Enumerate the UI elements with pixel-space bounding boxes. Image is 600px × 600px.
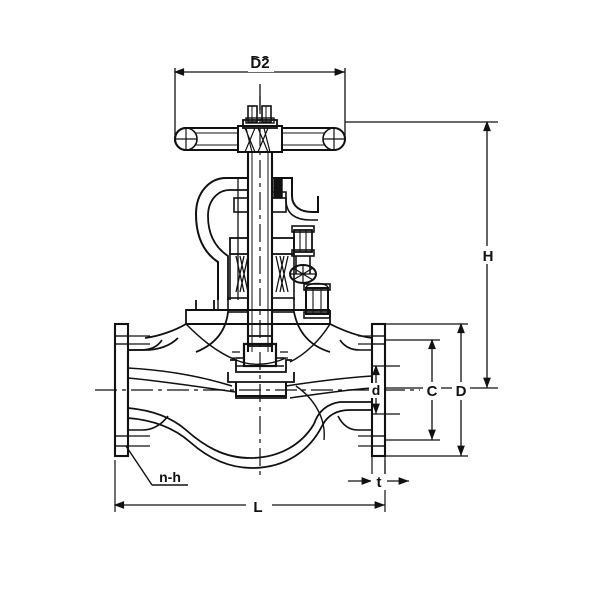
label-l-top: L: [253, 499, 262, 516]
left-flange: [113, 322, 169, 458]
bonnet-bolts: [289, 225, 331, 319]
leader-nh: [125, 445, 188, 486]
label-d-flange-top: D: [456, 383, 467, 400]
label-d-bore-top: d: [372, 382, 381, 398]
label-l-mask: [246, 496, 272, 510]
label-d-bore-mask: [369, 383, 384, 398]
handwheel: [174, 105, 346, 153]
label-d2-top: D2: [250, 55, 269, 72]
label-d2-mask: [248, 58, 274, 72]
label-t-mask: [371, 474, 387, 490]
disc-and-seat: [227, 335, 295, 397]
label-c-top: C: [427, 383, 438, 400]
label-t-top: t: [377, 474, 382, 491]
label-d-mask: [452, 382, 470, 400]
dimension-h: [345, 120, 498, 389]
dimension-d-bore: [372, 364, 400, 415]
label-nh: n-h: [159, 469, 181, 485]
label-c-mask: [423, 382, 441, 400]
packing-gland: [229, 177, 295, 300]
label-h-mask: [478, 246, 498, 264]
label-h-top: H: [483, 248, 494, 265]
bonnet: [185, 309, 331, 325]
